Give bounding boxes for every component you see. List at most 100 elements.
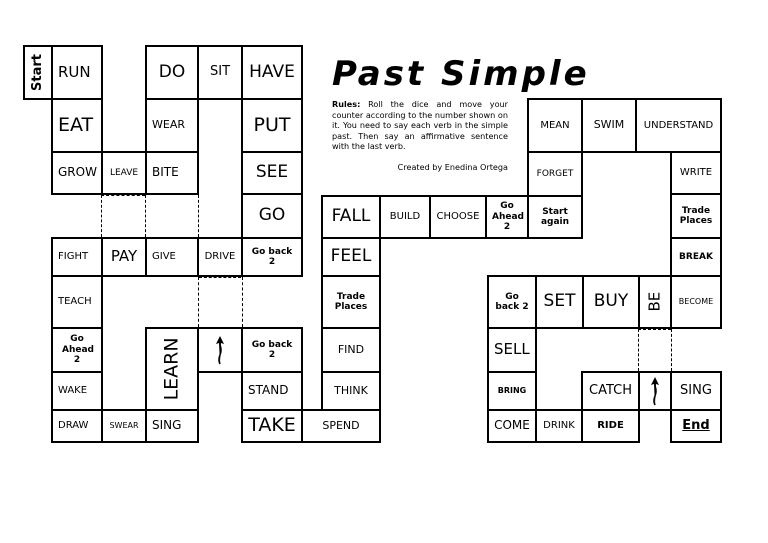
square-trade-places[interactable]: Trade Places [670, 193, 722, 239]
square-label: DO [158, 61, 186, 82]
square-sit[interactable]: SIT [197, 45, 243, 100]
square-draw[interactable]: DRAW [51, 409, 103, 443]
square-drive[interactable]: DRIVE [197, 237, 243, 277]
square-label: SET [543, 291, 576, 312]
square-label: SELL [494, 340, 530, 359]
rules-body: Roll the dice and move your counter acco… [332, 99, 508, 152]
square-start[interactable]: Start [23, 45, 53, 100]
square-go-ahead[interactable]: Go Ahead 2 [51, 327, 103, 373]
square-think[interactable]: THINK [321, 371, 381, 411]
square-fight[interactable]: FIGHT [51, 237, 103, 277]
up-arrow-icon [651, 377, 659, 406]
square-trade-places[interactable]: Trade Places [321, 275, 381, 329]
square-sing[interactable]: SING [670, 371, 722, 411]
square-label: Trade Places [679, 205, 713, 226]
square-label: FALL [331, 206, 371, 227]
square-eat[interactable]: EAT [51, 98, 103, 153]
dashed-line [198, 277, 199, 327]
square-stand[interactable]: STAND [241, 371, 303, 411]
square-label: SING [152, 418, 182, 433]
square-understand[interactable]: UNDERSTAND [635, 98, 722, 153]
square-label: SING [680, 382, 712, 398]
square-leave[interactable]: LEAVE [101, 151, 147, 195]
square-bring[interactable]: BRING [487, 371, 537, 411]
square-be[interactable]: BE [638, 275, 672, 329]
square-go-back[interactable]: Go back 2 [241, 237, 303, 277]
dashed-line [671, 329, 672, 371]
square-label: PAY [110, 247, 138, 266]
square-label: BE [645, 292, 664, 312]
square-wear[interactable]: WEAR [145, 98, 199, 153]
square-label: STAND [248, 383, 289, 398]
square-forget[interactable]: FORGET [527, 151, 583, 197]
square-put[interactable]: PUT [241, 98, 303, 153]
dashed-line [145, 195, 146, 237]
square-label: COME [494, 418, 530, 433]
square-do[interactable]: DO [145, 45, 199, 100]
square-go-ahead[interactable]: Go Ahead 2 [485, 195, 529, 239]
square-go[interactable]: GO [241, 193, 303, 239]
square-see[interactable]: SEE [241, 151, 303, 195]
square-come[interactable]: COME [487, 409, 537, 443]
square-arrow[interactable] [197, 327, 243, 373]
square-choose[interactable]: CHOOSE [429, 195, 487, 239]
square-label: Go back 2 [251, 339, 293, 360]
square-drink[interactable]: DRINK [535, 409, 583, 443]
square-label: PUT [253, 113, 291, 136]
square-catch[interactable]: CATCH [581, 371, 640, 411]
square-have[interactable]: HAVE [241, 45, 303, 100]
square-find[interactable]: FIND [321, 327, 381, 373]
square-ride[interactable]: RIDE [581, 409, 640, 443]
dashed-line [242, 277, 243, 327]
square-swear[interactable]: SWEAR [101, 409, 147, 443]
square-label: BECOME [678, 297, 714, 307]
square-sell[interactable]: SELL [487, 327, 537, 373]
square-label: GROW [58, 165, 97, 180]
square-wake[interactable]: WAKE [51, 371, 103, 411]
square-buy[interactable]: BUY [582, 275, 640, 329]
square-label: SIT [209, 64, 231, 80]
square-end[interactable]: End [670, 409, 722, 443]
square-set[interactable]: SET [535, 275, 584, 329]
square-bite[interactable]: BITE [145, 151, 199, 195]
square-label: Start again [540, 206, 570, 227]
square-feel[interactable]: FEEL [321, 237, 381, 277]
square-teach[interactable]: TEACH [51, 275, 103, 329]
square-label: SWIM [593, 118, 625, 132]
dashed-line [199, 277, 241, 278]
square-spend[interactable]: SPEND [301, 409, 381, 443]
dashed-line [198, 195, 199, 237]
rules-label: Rules: [332, 99, 361, 109]
square-arrow[interactable] [638, 371, 672, 411]
square-take[interactable]: TAKE [241, 409, 303, 443]
dashed-line [638, 329, 639, 371]
dashed-line [638, 329, 671, 330]
square-pay[interactable]: PAY [101, 237, 147, 277]
square-mean[interactable]: MEAN [527, 98, 583, 153]
square-swim[interactable]: SWIM [581, 98, 637, 153]
square-learn[interactable]: LEARN [145, 327, 199, 411]
square-give[interactable]: GIVE [145, 237, 199, 277]
square-label: DRIVE [204, 251, 236, 263]
dashed-line [101, 195, 102, 237]
square-build[interactable]: BUILD [379, 195, 431, 239]
square-fall[interactable]: FALL [321, 195, 381, 239]
square-go-back[interactable]: Go back 2 [487, 275, 537, 329]
square-break[interactable]: BREAK [670, 237, 722, 277]
square-become[interactable]: BECOME [670, 275, 722, 329]
square-label: CATCH [589, 382, 632, 398]
square-grow[interactable]: GROW [51, 151, 103, 195]
square-label: LEARN [160, 337, 183, 401]
square-go-back[interactable]: Go back 2 [241, 327, 303, 373]
square-label: FORGET [536, 168, 574, 179]
square-label: RUN [58, 62, 91, 81]
square-write[interactable]: WRITE [670, 151, 722, 195]
square-label: SPEND [322, 418, 360, 432]
square-label: Go Ahead 2 [492, 201, 524, 233]
square-label: Trade Places [334, 291, 368, 312]
square-label: SEE [255, 162, 289, 183]
square-start-again[interactable]: Start again [527, 195, 583, 239]
square-run[interactable]: RUN [51, 45, 103, 100]
square-sing[interactable]: SING [145, 409, 199, 443]
square-label: EAT [58, 113, 94, 136]
